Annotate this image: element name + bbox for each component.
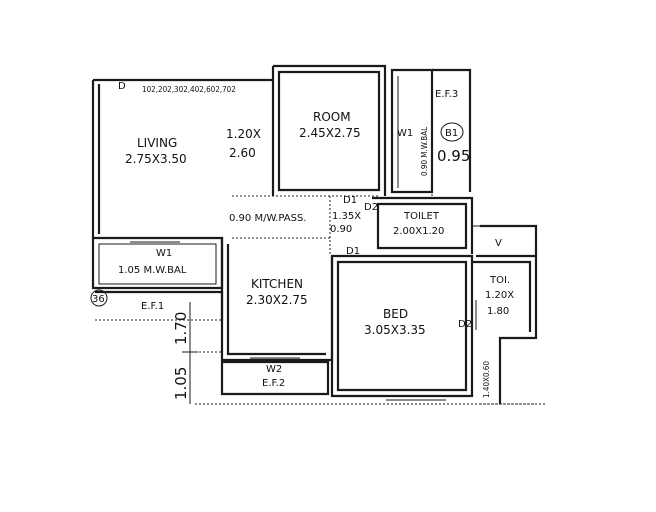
toi-label: TOI. <box>489 275 510 286</box>
left-balcony-wall <box>91 236 224 290</box>
mw-bal-left-label: 1.05 M.W.BAL <box>118 265 187 276</box>
w1-window <box>130 237 180 243</box>
d2-bed: D2 <box>458 319 472 330</box>
toilet-inner-wall <box>376 202 468 250</box>
mid-size-line2: 0.90 <box>330 224 352 235</box>
d2-top: D2 <box>364 202 378 213</box>
ef2-label: E.F.2 <box>262 378 285 389</box>
dim-upper: 1.70 <box>172 312 190 345</box>
left-badge: 36 <box>92 294 105 305</box>
kitchen-size: 2.30X2.75 <box>246 293 308 307</box>
toi-outer-wall <box>476 254 538 404</box>
living-label: LIVING <box>137 136 177 150</box>
room-size: 2.45X2.75 <box>299 126 361 140</box>
kitchen-label: KITCHEN <box>251 277 303 291</box>
bed-size: 3.05X3.35 <box>364 323 426 337</box>
d1-top: D1 <box>343 195 357 206</box>
room-inner-wall <box>277 70 381 192</box>
wing-badge: B1 <box>445 128 458 139</box>
w2-label: W2 <box>266 364 282 375</box>
toi-size-2: 1.80 <box>487 306 509 317</box>
dim-lower: 1.05 <box>172 367 190 400</box>
living-size: 2.75X3.50 <box>125 152 187 166</box>
room-label: ROOM <box>313 110 351 124</box>
small-window-label: 1.40X0.60 <box>482 361 491 398</box>
ef1-label: E.F.1 <box>141 301 164 312</box>
bed-outer-wall <box>330 254 474 398</box>
shaft-v: V <box>495 238 502 249</box>
d1-bed: D1 <box>346 246 360 257</box>
w1-left-label: W1 <box>156 248 172 259</box>
toilet-size: 2.00X1.20 <box>393 226 444 237</box>
left-balcony-inner <box>98 243 217 285</box>
room-outer-wall <box>273 64 387 196</box>
toi-inner-wall <box>472 260 532 332</box>
bed-inner-wall <box>336 260 468 392</box>
passage-size-line1: 1.20X <box>226 127 261 141</box>
ef3-label: E.F.3 <box>435 89 458 100</box>
left-badge-circle <box>90 289 108 307</box>
passage-size-line2: 2.60 <box>229 146 256 160</box>
passage-label: 0.90 M/W.PASS. <box>229 213 306 224</box>
bed-label: BED <box>383 307 408 321</box>
toi-size-1: 1.20X <box>485 290 514 301</box>
bed-window <box>386 395 446 401</box>
kitchen-inner-wall <box>226 244 326 356</box>
toilet-label: TOILET <box>403 211 440 222</box>
mw-bal-top-label: 0.90 M.W.BAL <box>420 127 429 176</box>
header-code: D <box>118 81 126 92</box>
wing-value: 0.95 <box>437 147 470 165</box>
w1-top-label: W1 <box>397 128 413 139</box>
shaft-wall <box>480 224 538 256</box>
ef3-wall <box>432 68 472 192</box>
w2-window <box>250 357 300 363</box>
wing-badge-circle <box>440 122 464 142</box>
toilet-outer-wall <box>372 196 474 254</box>
flat-numbers: 102,202,302,402,602,702 <box>142 85 236 94</box>
mid-size-line1: 1.35X <box>332 211 361 222</box>
